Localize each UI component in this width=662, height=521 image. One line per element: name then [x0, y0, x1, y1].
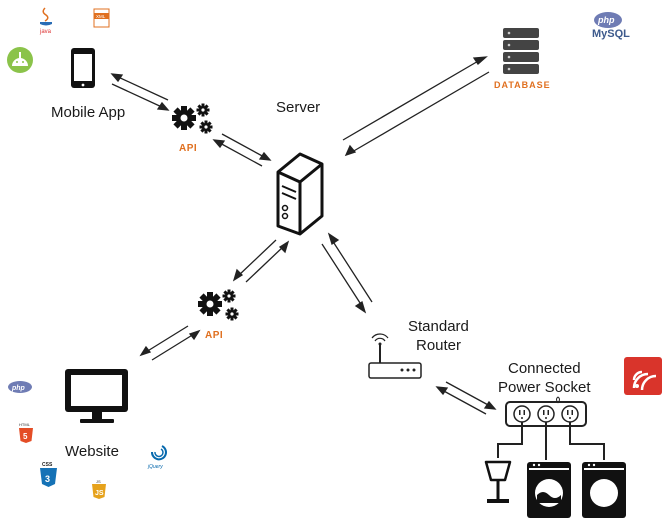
api-gears-icon-top — [172, 103, 213, 134]
js-label: JS — [96, 479, 101, 484]
php-badge-text: php — [11, 385, 26, 392]
svg-text:3: 3 — [45, 474, 50, 484]
svg-text:JS: JS — [95, 490, 104, 497]
arrow-router-socket — [435, 381, 497, 415]
html-label: HTML — [19, 422, 31, 427]
jquery-icon: jQuery — [147, 445, 167, 470]
java-logo-icon: java — [39, 7, 52, 35]
api-label-bottom: API — [205, 330, 224, 341]
washing-machine-icon — [527, 462, 571, 518]
router-icon — [368, 333, 422, 379]
mobile-app-label: Mobile App — [51, 104, 126, 121]
jquery-label: jQuery — [147, 464, 163, 470]
power-socket-strip-icon — [497, 396, 605, 460]
svg-text:5: 5 — [23, 432, 28, 441]
router-label-line1: Standard — [408, 318, 469, 335]
arrow-server-router — [321, 232, 373, 314]
xml-label: XML — [96, 14, 106, 19]
dryer-icon — [582, 462, 626, 518]
php-badge-icon: php — [8, 381, 32, 393]
arrow-server-api2 — [232, 239, 290, 283]
php-mysql-logo-icon: php MySQL — [592, 12, 630, 40]
espressif-logo-icon — [624, 357, 662, 395]
server-tower-icon — [276, 152, 324, 236]
css3-icon: CSS 3 — [40, 462, 57, 487]
java-label: java — [39, 29, 52, 35]
server-label: Server — [276, 99, 321, 116]
arrow-server-database — [342, 56, 490, 157]
javascript-icon: JS JS — [92, 479, 106, 499]
database-icon — [503, 28, 539, 74]
xml-file-icon: XML — [93, 8, 110, 28]
api-gears-icon-bottom — [198, 289, 239, 321]
arrow-mobile-api — [110, 73, 170, 111]
website-label: Website — [65, 443, 119, 460]
database-label: DATABASE — [494, 80, 551, 90]
monitor-icon — [65, 369, 128, 423]
php-logo-text: php — [597, 15, 615, 25]
socket-label-line1: Connected — [508, 360, 581, 377]
connections — [110, 56, 497, 415]
arrow-api-server — [212, 133, 272, 167]
android-icon — [7, 47, 33, 73]
html5-icon: HTML 5 — [19, 422, 33, 443]
css-label: CSS — [42, 462, 53, 468]
lamp-icon — [484, 460, 512, 503]
api-label-top: API — [179, 143, 198, 154]
mobile-phone-icon — [71, 48, 95, 88]
router-label-line2: Router — [416, 337, 462, 354]
socket-label-line2: Power Socket — [498, 379, 591, 396]
arrow-api2-website — [139, 325, 201, 361]
mysql-logo-text: MySQL — [592, 28, 630, 40]
